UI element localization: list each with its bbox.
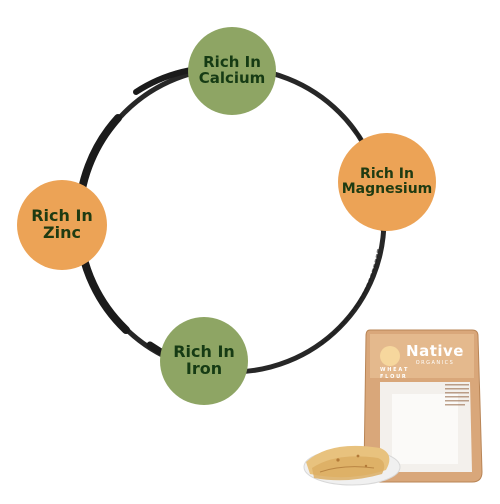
node-iron-line2: Iron [185, 359, 223, 378]
brand-subtitle: ORGANICS [415, 360, 455, 366]
product-pouch-illustration [303, 329, 483, 486]
product-label: W H E A T F L O U R [380, 367, 450, 381]
product-label-line1: W H E A T [380, 367, 408, 373]
product-image: Native ORGANICS W H E A T F L O U R [300, 322, 500, 500]
node-calcium-line1: Rich In [203, 53, 261, 72]
node-iron: Rich In Iron [160, 317, 248, 405]
product-label-line2: F L O U R [380, 374, 406, 380]
node-calcium-line2: Calcium [198, 69, 266, 87]
node-magnesium: Rich In Magnesium [338, 133, 436, 231]
node-magnesium-line1: Rich In [360, 166, 414, 183]
node-iron-line1: Rich In [173, 342, 235, 362]
brand-logo: Native ORGANICS [400, 342, 470, 367]
node-calcium: Rich In Calcium [188, 27, 276, 115]
node-zinc-line2: Zinc [43, 223, 81, 242]
node-zinc-line1: Rich In [31, 206, 93, 226]
node-zinc: Rich In Zinc [17, 180, 107, 270]
node-magnesium-line2: Magnesium [341, 181, 433, 197]
brand-name: Native [406, 342, 464, 360]
